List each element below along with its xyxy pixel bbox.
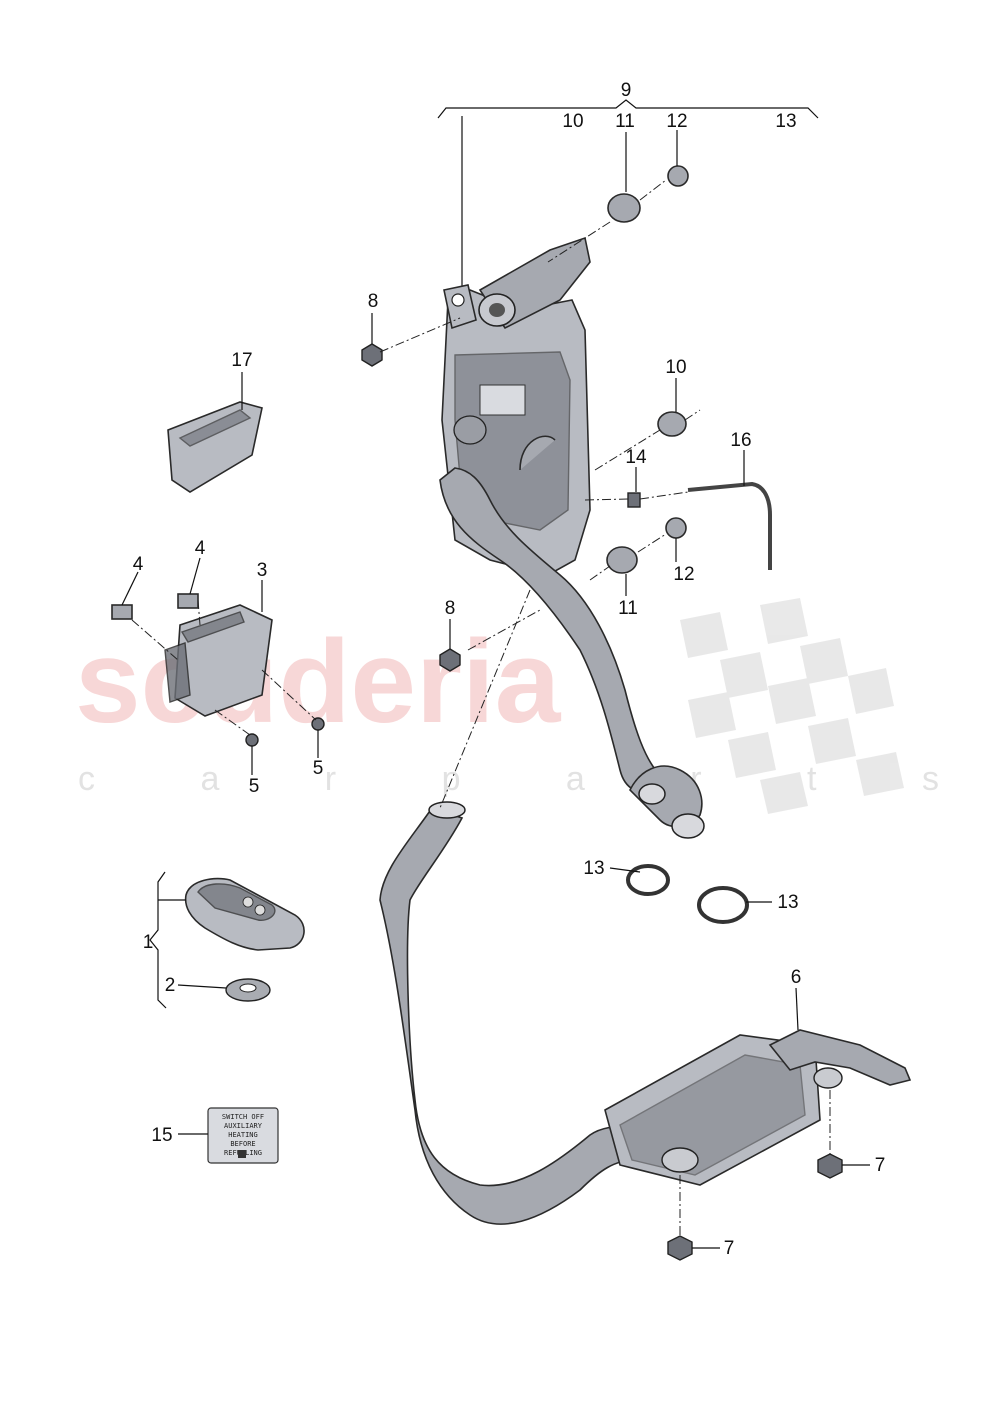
hose-clamp-13-left bbox=[626, 864, 670, 896]
callout-8-top: 8 bbox=[368, 291, 379, 312]
grommet-11-top bbox=[607, 193, 641, 223]
hose-clamp-13-right bbox=[697, 886, 749, 924]
callout-11-bottom: 11 bbox=[618, 598, 638, 619]
leader-lines bbox=[121, 130, 870, 1249]
label-line-4: BEFORE bbox=[230, 1140, 255, 1148]
label-line-2: AUXILIARY bbox=[224, 1122, 263, 1130]
nut-8-top bbox=[361, 343, 383, 367]
sleeve-14 bbox=[627, 492, 641, 508]
control-unit bbox=[164, 604, 273, 717]
cap-12-bottom bbox=[665, 517, 687, 539]
clip-nut-4-left bbox=[111, 604, 133, 620]
callout-7-bottom: 7 bbox=[724, 1238, 735, 1259]
bracket-9 bbox=[437, 99, 819, 300]
exhaust-pipe-upper bbox=[439, 467, 705, 839]
watermark: scuderia c a r p a r t s bbox=[75, 598, 987, 814]
grommet-10 bbox=[657, 411, 687, 437]
label-line-3: HEATING bbox=[228, 1131, 258, 1139]
callout-13-right: 13 bbox=[777, 892, 798, 913]
callout-12-top: 12 bbox=[666, 111, 687, 132]
callout-13-left: 13 bbox=[583, 858, 604, 879]
callout-12-bottom: 12 bbox=[673, 564, 694, 585]
watermark-sub: c a r p a r t s bbox=[78, 760, 987, 798]
callout-4-left: 4 bbox=[133, 554, 144, 575]
callout-10-top: 10 bbox=[562, 111, 583, 132]
checker-flag-icon bbox=[680, 598, 904, 814]
bracket-17 bbox=[167, 401, 263, 493]
grommet-11-bottom bbox=[606, 546, 638, 574]
washer bbox=[225, 978, 271, 1002]
callout-17: 17 bbox=[231, 350, 252, 371]
callout-14: 14 bbox=[625, 447, 647, 468]
callout-3: 3 bbox=[257, 560, 268, 581]
callout-7-right: 7 bbox=[875, 1155, 886, 1176]
screw-5-right bbox=[311, 717, 325, 731]
callout-9: 9 bbox=[621, 80, 632, 101]
remote-key bbox=[184, 877, 305, 951]
cap-12-top bbox=[667, 165, 689, 187]
callout-16: 16 bbox=[730, 430, 751, 451]
callout-5-right: 5 bbox=[313, 758, 324, 779]
screw-5-left bbox=[245, 733, 259, 747]
callout-6: 6 bbox=[791, 967, 802, 988]
fuel-line-16 bbox=[687, 481, 772, 570]
assembly-lines bbox=[131, 179, 831, 1238]
callout-4-right: 4 bbox=[195, 538, 206, 559]
callout-2: 2 bbox=[165, 975, 176, 996]
callout-10-right: 10 bbox=[665, 357, 686, 378]
nut-7-bottom bbox=[667, 1235, 693, 1261]
callout-8-bottom: 8 bbox=[445, 598, 456, 619]
nut-7-right bbox=[817, 1153, 843, 1179]
callout-numbers: 9 10 11 12 13 8 17 10 16 14 12 11 4 4 3 … bbox=[133, 80, 886, 1259]
warning-label: SWITCH OFF AUXILIARY HEATING BEFORE REFU… bbox=[207, 1107, 279, 1164]
silencer bbox=[604, 1029, 912, 1186]
label-line-1: SWITCH OFF bbox=[222, 1113, 264, 1121]
callout-15: 15 bbox=[151, 1125, 172, 1146]
callout-1: 1 bbox=[143, 932, 154, 953]
clip-nut-4-right bbox=[177, 593, 199, 609]
callout-5-left: 5 bbox=[249, 776, 260, 797]
callout-11-top: 11 bbox=[615, 111, 635, 132]
callout-13-top: 13 bbox=[775, 111, 796, 132]
